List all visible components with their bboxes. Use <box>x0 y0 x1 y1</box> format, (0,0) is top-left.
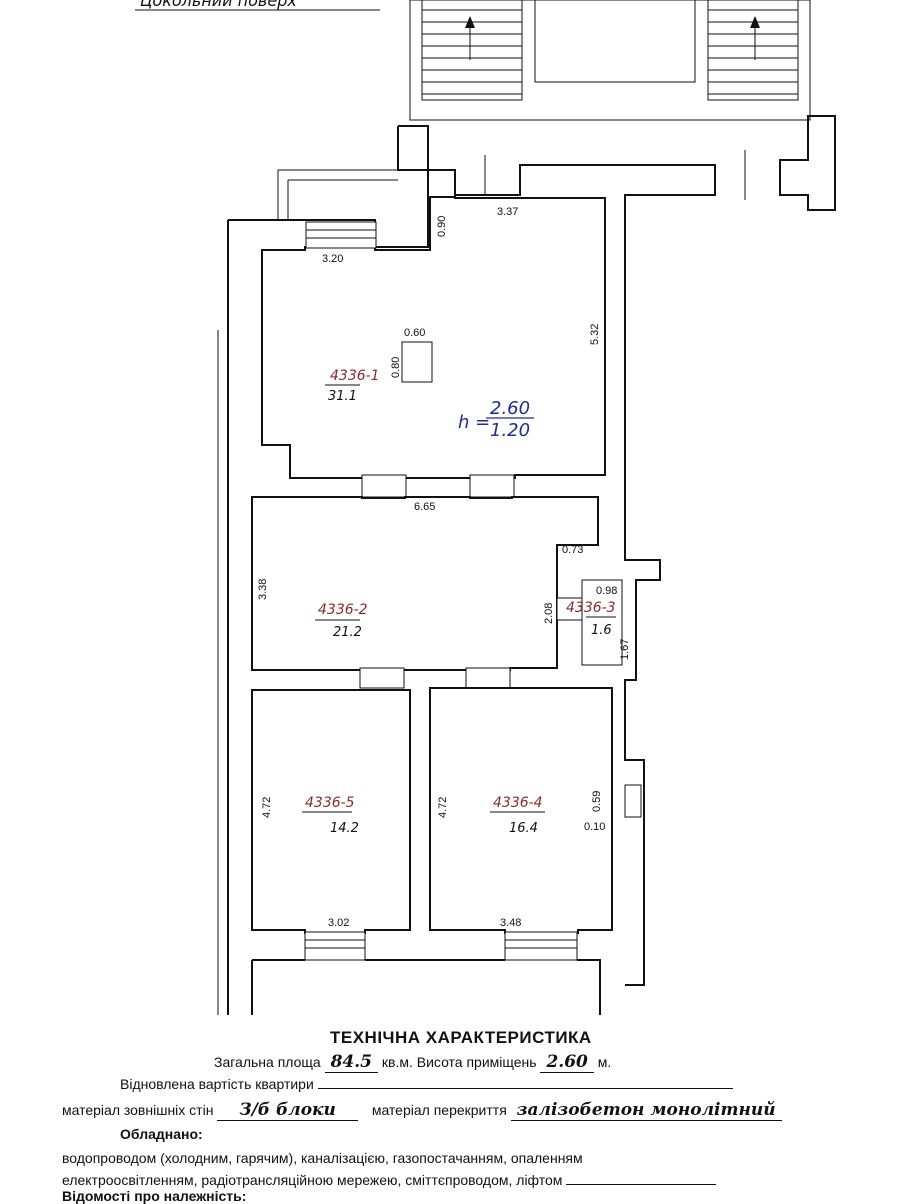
height-label: Висота приміщень <box>416 1054 537 1070</box>
height-value: 2.60 <box>540 1052 594 1073</box>
dim-0-98: 0.98 <box>596 585 617 597</box>
tech-title: ТЕХНІЧНА ХАРАКТЕРИСТИКА <box>330 1028 592 1047</box>
dim-3-37: 3.37 <box>497 206 518 218</box>
dim-3-48: 3.48 <box>500 917 521 929</box>
dim-3-38: 3.38 <box>257 579 269 600</box>
south-strip <box>251 959 601 1015</box>
room-3: 4336-3 1.6 <box>556 579 623 666</box>
stairwell <box>409 0 811 121</box>
room-5-code: 4336-5 <box>305 795 355 811</box>
equipped-line-2-row: електроосвітленням, радіотрансляційною м… <box>62 1172 717 1188</box>
room-4-area: 16.4 <box>509 821 538 836</box>
dim-0-10: 0.10 <box>584 821 605 833</box>
dim-5-32: 5.32 <box>589 324 601 345</box>
total-area-value: 84.5 <box>324 1052 378 1073</box>
dimension-labels: 3.37 0.90 3.20 5.32 0.60 0.80 6.65 0.73 … <box>257 206 631 929</box>
header-partial-text: Цокольний поверх <box>140 0 297 10</box>
dim-0-80: 0.80 <box>390 357 402 378</box>
room-4-code: 4336-4 <box>493 795 543 811</box>
walls-value: З/б блоки <box>217 1100 358 1121</box>
room-3-area: 1.6 <box>591 623 612 638</box>
room-1: 4336-1 31.1 h = 2.60 1.20 <box>261 150 746 479</box>
stair-arrowhead-right <box>750 16 760 28</box>
stair-arrowhead-left <box>465 16 475 28</box>
floor-plan: Цокольний поверх <box>135 0 836 1015</box>
room-2-code: 4336-2 <box>318 602 368 618</box>
ceiling-label: матеріал перекриття <box>371 1102 507 1118</box>
dim-0-60: 0.60 <box>404 327 425 339</box>
dim-0-59: 0.59 <box>591 791 603 812</box>
room-2: 4336-2 21.2 <box>251 496 599 671</box>
dim-2-08: 2.08 <box>543 603 555 624</box>
ownership-label: Відомості про належність: <box>62 1188 247 1204</box>
dim-4-72-room5: 4.72 <box>261 797 273 818</box>
room-5: 4336-5 14.2 <box>251 689 411 961</box>
restored-cost-label: Відновлена вартість квартири <box>120 1076 314 1092</box>
restored-cost-row: Відновлена вартість квартири <box>120 1076 733 1092</box>
area-unit: кв.м. <box>381 1054 413 1070</box>
dim-6-65: 6.65 <box>414 501 435 513</box>
room-1-area: 31.1 <box>328 389 357 404</box>
equipped-label: Обладнано: <box>120 1126 203 1142</box>
materials-row: матеріал зовнішніх стін З/б блоки матері… <box>62 1100 782 1121</box>
room-2-area: 21.2 <box>333 625 362 640</box>
height-unit: м. <box>597 1054 612 1070</box>
ceiling-value: залізобетон монолітний <box>510 1100 782 1121</box>
dim-4-72-room4: 4.72 <box>437 797 449 818</box>
dim-0-90: 0.90 <box>436 216 448 237</box>
dim-3-20: 3.20 <box>322 253 343 265</box>
dim-1-67: 1.67 <box>619 639 631 660</box>
restored-cost-blank <box>317 1088 733 1089</box>
dim-3-02: 3.02 <box>328 917 349 929</box>
dim-0-73: 0.73 <box>562 544 583 556</box>
room-4: 4336-4 16.4 <box>429 687 642 961</box>
total-area-row: Загальна площа 84.5 кв.м. Висота приміще… <box>214 1052 612 1073</box>
doorways-1-2 <box>361 474 515 498</box>
equipped-line-2: електроосвітленням, радіотрансляційною м… <box>62 1172 563 1188</box>
column-room-1 <box>401 341 433 383</box>
total-area-label: Загальна площа <box>214 1054 321 1070</box>
walls-label: матеріал зовнішніх стін <box>62 1102 214 1118</box>
height-note-prefix: h = <box>458 412 490 433</box>
room-1-code: 4336-1 <box>330 368 380 384</box>
outer-walls <box>217 115 836 1015</box>
height-note-top: 2.60 <box>490 398 530 419</box>
room-3-code: 4336-3 <box>566 600 616 616</box>
equipped-blank <box>566 1184 717 1185</box>
room-5-area: 14.2 <box>330 821 359 836</box>
height-note-bottom: 1.20 <box>490 420 530 441</box>
equipped-line-1: водопроводом (холодним, гарячим), каналі… <box>62 1150 583 1166</box>
